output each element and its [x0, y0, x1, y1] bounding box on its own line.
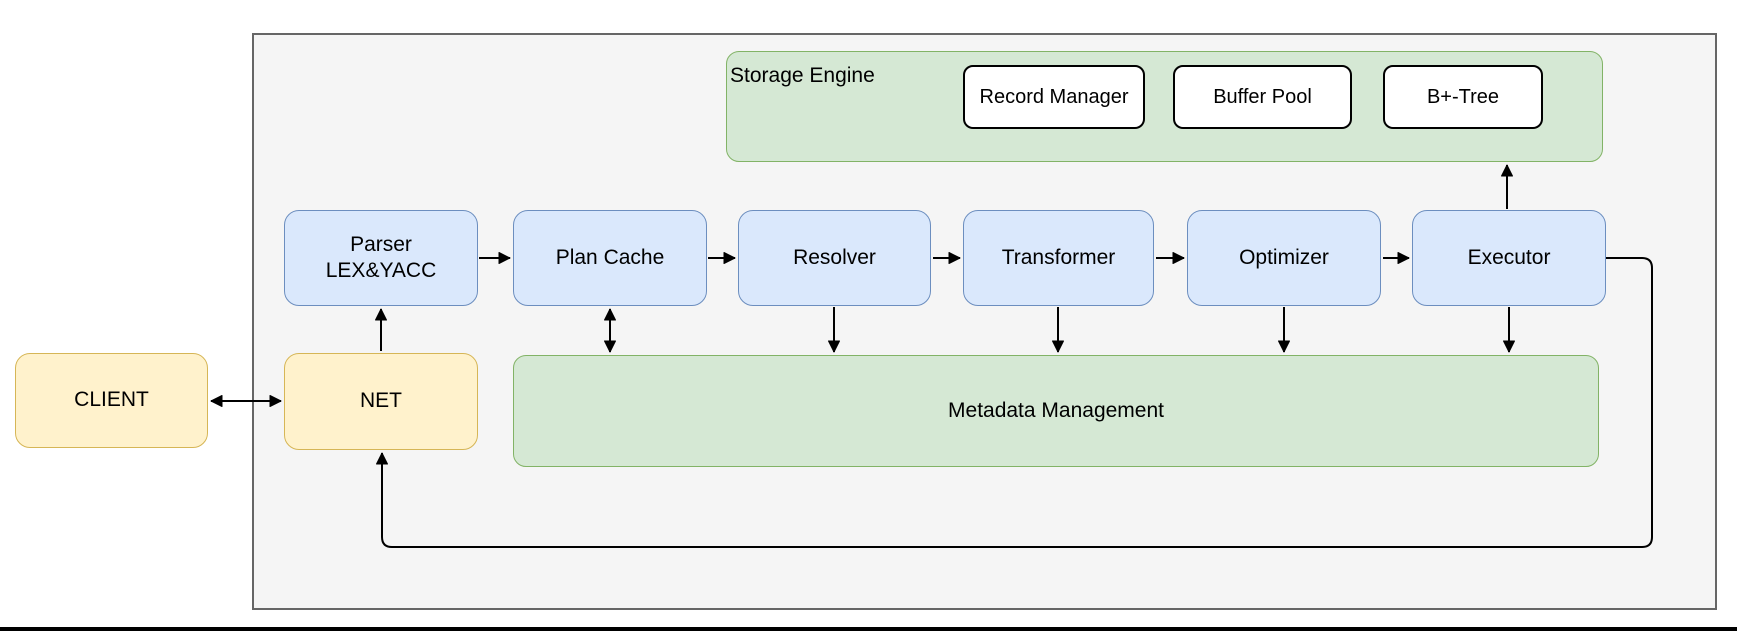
- executor-label: Executor: [1467, 245, 1551, 269]
- window-bottom-edge: [0, 627, 1737, 631]
- storage-engine-label: Storage Engine: [730, 64, 875, 87]
- btree-node: B+-Tree: [1383, 65, 1543, 129]
- record-manager-label: Record Manager: [979, 85, 1129, 108]
- parser-node: Parser LEX&YACC: [284, 210, 478, 306]
- parser-label-line1: Parser: [350, 232, 412, 256]
- resolver-node: Resolver: [738, 210, 931, 306]
- net-label: NET: [360, 389, 402, 413]
- net-node: NET: [284, 353, 478, 450]
- buffer-pool-label: Buffer Pool: [1213, 85, 1312, 108]
- btree-label: B+-Tree: [1426, 85, 1500, 108]
- executor-node: Executor: [1412, 210, 1606, 306]
- parser-label-line2: LEX&YACC: [325, 259, 437, 282]
- client-label: CLIENT: [74, 388, 149, 412]
- plan-cache-label: Plan Cache: [555, 245, 665, 269]
- resolver-label: Resolver: [793, 245, 876, 269]
- metadata-management-node: Metadata Management: [513, 355, 1599, 467]
- transformer-node: Transformer: [963, 210, 1154, 306]
- record-manager-node: Record Manager: [963, 65, 1145, 129]
- client-node: CLIENT: [15, 353, 208, 448]
- transformer-label: Transformer: [1001, 245, 1116, 269]
- buffer-pool-node: Buffer Pool: [1173, 65, 1352, 129]
- parser-label: Parser LEX&YACC: [326, 232, 437, 285]
- plan-cache-node: Plan Cache: [513, 210, 707, 306]
- optimizer-label: Optimizer: [1239, 245, 1329, 269]
- optimizer-node: Optimizer: [1187, 210, 1381, 306]
- metadata-management-label: Metadata Management: [948, 398, 1164, 422]
